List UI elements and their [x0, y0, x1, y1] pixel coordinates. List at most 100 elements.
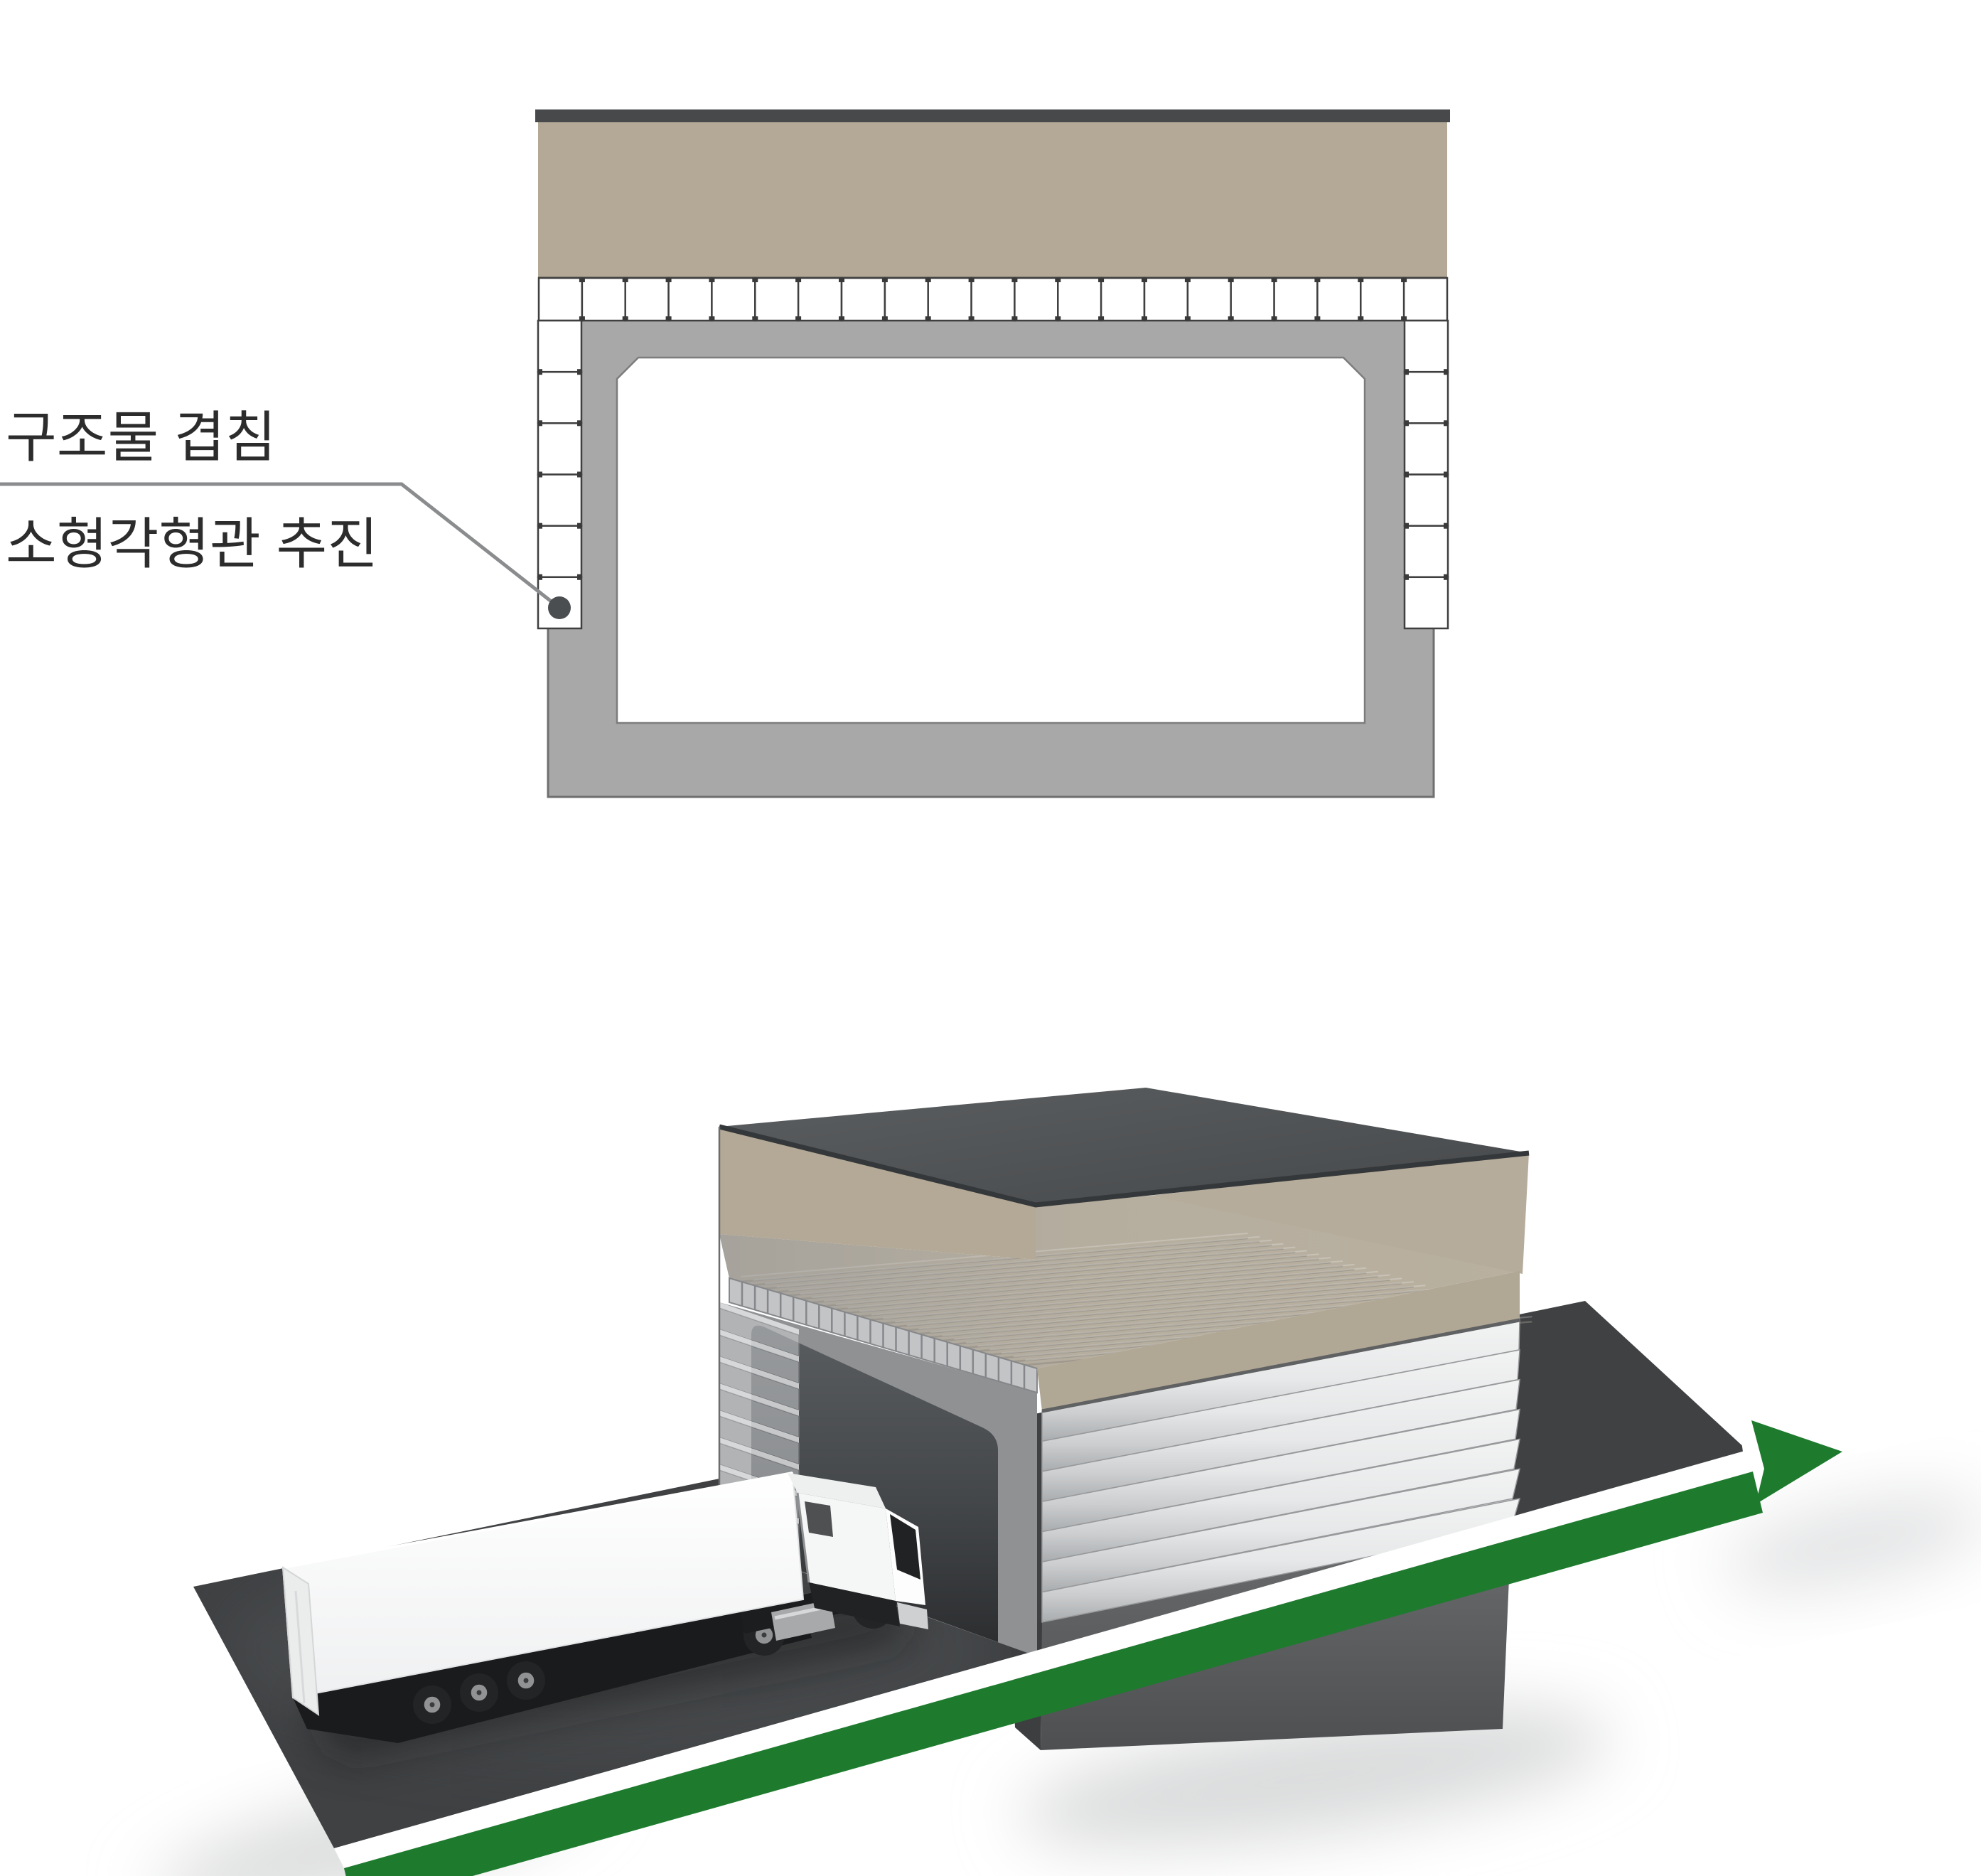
- pipe-joint-nub: [1271, 278, 1277, 282]
- jacked-pipe: [927, 277, 972, 322]
- pipe-joint-nub: [1314, 278, 1321, 282]
- pipe-joint-nub: [925, 316, 931, 321]
- pipe-joint-nub: [1271, 316, 1277, 321]
- label-structure-overlap: 구조물 겹침: [6, 406, 276, 468]
- pipe-joint-nub: [579, 278, 585, 282]
- pipe-joint-nub: [1011, 316, 1018, 321]
- jacked-pipe: [754, 277, 800, 322]
- pipe-joint-nub: [665, 316, 672, 321]
- pipe-joint-nub: [752, 278, 758, 282]
- white-stripe-chevron: [1739, 1422, 1759, 1491]
- left-pipe-top: [719, 1410, 799, 1443]
- pipe-joint-nub: [1444, 574, 1448, 580]
- jacked-pipe: [1316, 277, 1362, 322]
- ground-shadow-right: [1722, 1495, 1981, 1590]
- pipe-joint-nub: [881, 316, 888, 321]
- left-pipe-top: [719, 1356, 799, 1389]
- wheel-hub: [761, 1632, 767, 1638]
- jacked-pipe: [1403, 473, 1449, 527]
- pipe-joint-nub: [577, 369, 581, 375]
- jacked-pipe: [1403, 422, 1449, 476]
- box-top-rim: [719, 1124, 1530, 1208]
- leader-line: [0, 482, 561, 609]
- pipe-joint-nub: [538, 420, 542, 427]
- jacked-pipe: [537, 277, 584, 322]
- pipe-joint-nub: [968, 278, 975, 282]
- jacked-pipe: [1100, 277, 1146, 322]
- jacked-pipe: [624, 277, 670, 322]
- jacked-pipe: [537, 473, 583, 527]
- jacked-pipe: [711, 277, 756, 322]
- marker-dot: [548, 596, 571, 619]
- pipe-joint-nub: [622, 278, 628, 282]
- pipe-joint-nub: [1055, 278, 1061, 282]
- pipe-joint-nub: [1228, 278, 1234, 282]
- jacked-pipe: [581, 277, 627, 322]
- pavement-strip: [535, 109, 1450, 122]
- pipe-joint-nub: [1401, 278, 1407, 282]
- pipe-joint-nub: [579, 316, 585, 321]
- scene-3d: [155, 1088, 1981, 1876]
- green-direction-arrow: [1751, 1420, 1842, 1504]
- pipe-roof-cells: [741, 1282, 1026, 1389]
- jacked-pipe: [537, 525, 583, 579]
- left-pipe-top: [719, 1437, 799, 1470]
- jacked-pipe: [1230, 277, 1275, 322]
- jacked-pipe: [1014, 277, 1059, 322]
- pipe-joint-nub: [1444, 522, 1448, 529]
- jacked-pipe: [537, 370, 583, 424]
- jacked-pipe: [1273, 277, 1319, 322]
- cab-skirt: [809, 1582, 900, 1626]
- soil-block: [538, 122, 1447, 277]
- wall-pipe-band: [1041, 1378, 1520, 1503]
- pipe-joint-nub: [577, 471, 581, 478]
- pipe-joint-nub: [1184, 316, 1191, 321]
- green-edge-stripe: [344, 1472, 1763, 1876]
- wheel-hub: [429, 1702, 435, 1708]
- pipe-joint-nub: [577, 420, 581, 427]
- jacked-pipe: [1403, 525, 1449, 579]
- pipe-joint-nub: [839, 316, 844, 321]
- pipe-joint-nub: [1142, 278, 1147, 282]
- left-pipe-top: [719, 1302, 799, 1335]
- pipe-roof-shading: [719, 1196, 1520, 1368]
- windshield: [890, 1514, 920, 1580]
- right-wall-pipe-bands: [1041, 1319, 1521, 1623]
- pipe-joint-nub: [1358, 316, 1364, 321]
- jacked-pipe: [537, 319, 583, 373]
- pipe-joint-nub: [1055, 316, 1061, 321]
- jacked-pipe: [1403, 319, 1449, 373]
- pipe-joint-nub: [1358, 278, 1364, 282]
- pipe-joint-nub: [709, 316, 715, 321]
- truck: [281, 1472, 928, 1743]
- jacked-pipe: [1403, 370, 1449, 424]
- pipe-joint-nub: [1405, 369, 1409, 375]
- pipe-joint-nub: [1405, 471, 1409, 478]
- jacked-pipe: [537, 422, 583, 476]
- pipe-joint-nub: [1405, 574, 1409, 580]
- pipe-joint-nub: [577, 522, 581, 529]
- pipe-joint-nub: [795, 278, 802, 282]
- pipe-joint-nub: [1142, 316, 1147, 321]
- pipe-joint-nub: [665, 278, 672, 282]
- wall-top-edge: [1041, 1318, 1520, 1413]
- pipe-joint-nub: [1444, 369, 1448, 375]
- pipe-joint-nub: [1401, 316, 1407, 321]
- soil-face-left: [719, 1127, 1036, 1260]
- pipe-joint-nub: [1405, 522, 1409, 529]
- pipe-joint-nub: [709, 278, 715, 282]
- pipe-joint-nub: [839, 278, 844, 282]
- wheel-hub: [476, 1690, 482, 1695]
- pipe-joint-nub: [577, 574, 581, 580]
- jacked-pipe: [667, 277, 713, 322]
- jacked-pipe: [1402, 277, 1449, 322]
- pipe-joint-nub: [1184, 278, 1191, 282]
- pipe-joint-nub: [968, 316, 975, 321]
- pipe-joint-nub: [1405, 420, 1409, 427]
- pipe-joint-nub: [622, 316, 628, 321]
- pipe-column-right: [1403, 319, 1449, 630]
- left-pipe-top: [719, 1329, 799, 1362]
- pipe-joint-nub: [538, 522, 542, 529]
- cross-section-diagram: 구조물 겹침 소형각형관 추진: [0, 109, 1450, 798]
- wall-pipe-band: [1041, 1468, 1521, 1593]
